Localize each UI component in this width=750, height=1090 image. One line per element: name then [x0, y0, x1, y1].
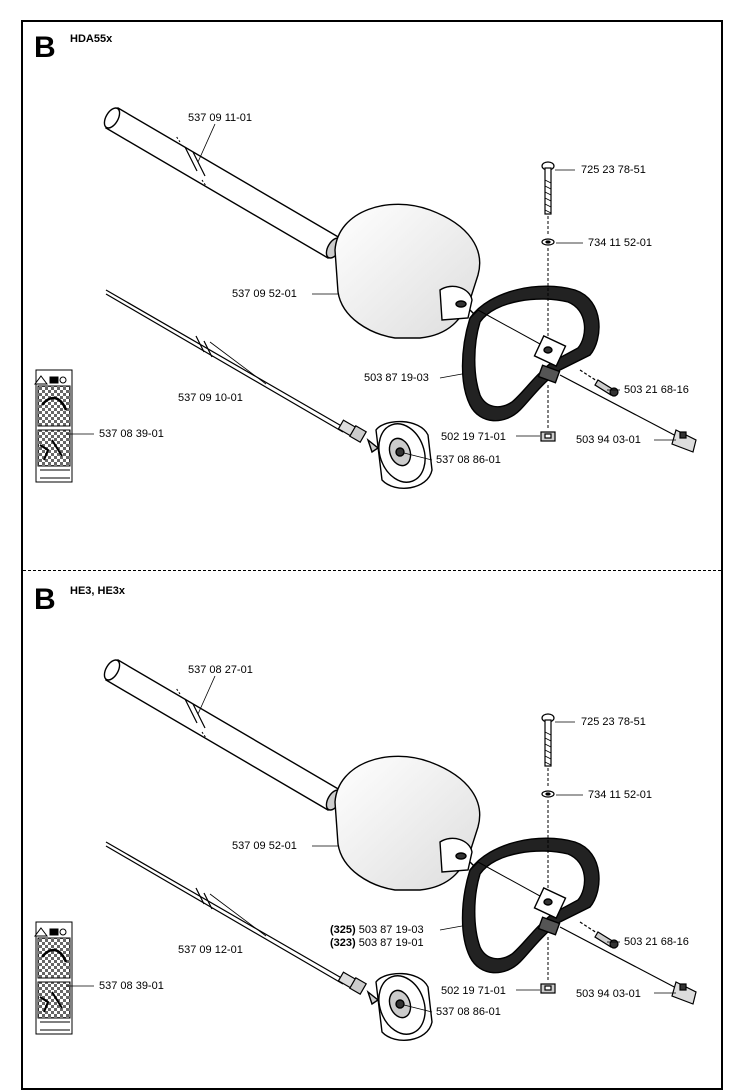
- model-title: HE3, HE3x: [70, 585, 126, 597]
- part-label-decal: 537 08 39-01: [99, 980, 164, 992]
- part-label-decal: 537 08 39-01: [99, 428, 164, 440]
- part-label-tube: 537 09 11-01: [188, 112, 253, 124]
- handle-number-325: 503 87 19-03: [358, 924, 424, 936]
- section-letter: B: [34, 583, 56, 616]
- part-label-handle-323: (323) 503 87 19-01: [330, 937, 424, 950]
- handle-number-323: 503 87 19-01: [358, 937, 424, 949]
- part-label-washer: 734 11 52-01: [588, 237, 653, 249]
- part-label-nut: 502 19 71-01: [441, 431, 506, 443]
- part-label-bolt: 725 23 78-51: [581, 716, 646, 728]
- part-label-screw: 503 21 68-16: [624, 384, 689, 396]
- leaders-top: [66, 123, 676, 461]
- part-label-screw: 503 21 68-16: [624, 936, 689, 948]
- handle-prefix-323: (323): [330, 937, 356, 949]
- part-label-bearing: 537 08 86-01: [436, 1006, 501, 1018]
- part-label-shaft: 537 09 10-01: [178, 392, 243, 404]
- part-label-guard: 537 09 52-01: [232, 840, 297, 852]
- part-label-nut: 502 19 71-01: [441, 985, 506, 997]
- leaders-bottom: [66, 675, 676, 1013]
- part-label-washer: 734 11 52-01: [588, 789, 653, 801]
- section-letter: B: [34, 31, 56, 64]
- part-label-bolt: 725 23 78-51: [581, 164, 646, 176]
- model-title: HDA55x: [70, 33, 113, 45]
- part-label-shaft: 537 09 12-01: [178, 944, 243, 956]
- part-label-bracket: 503 94 03-01: [576, 988, 641, 1000]
- section-divider: [23, 570, 721, 571]
- part-label-guard: 537 09 52-01: [232, 288, 297, 300]
- part-label-tube: 537 08 27-01: [188, 664, 253, 676]
- handle-prefix-325: (325): [330, 924, 356, 936]
- part-label-bearing: 537 08 86-01: [436, 454, 501, 466]
- part-label-bracket: 503 94 03-01: [576, 434, 641, 446]
- part-label-handle-325: (325) 503 87 19-03: [330, 924, 424, 937]
- part-label-handle: 503 87 19-03: [364, 372, 429, 384]
